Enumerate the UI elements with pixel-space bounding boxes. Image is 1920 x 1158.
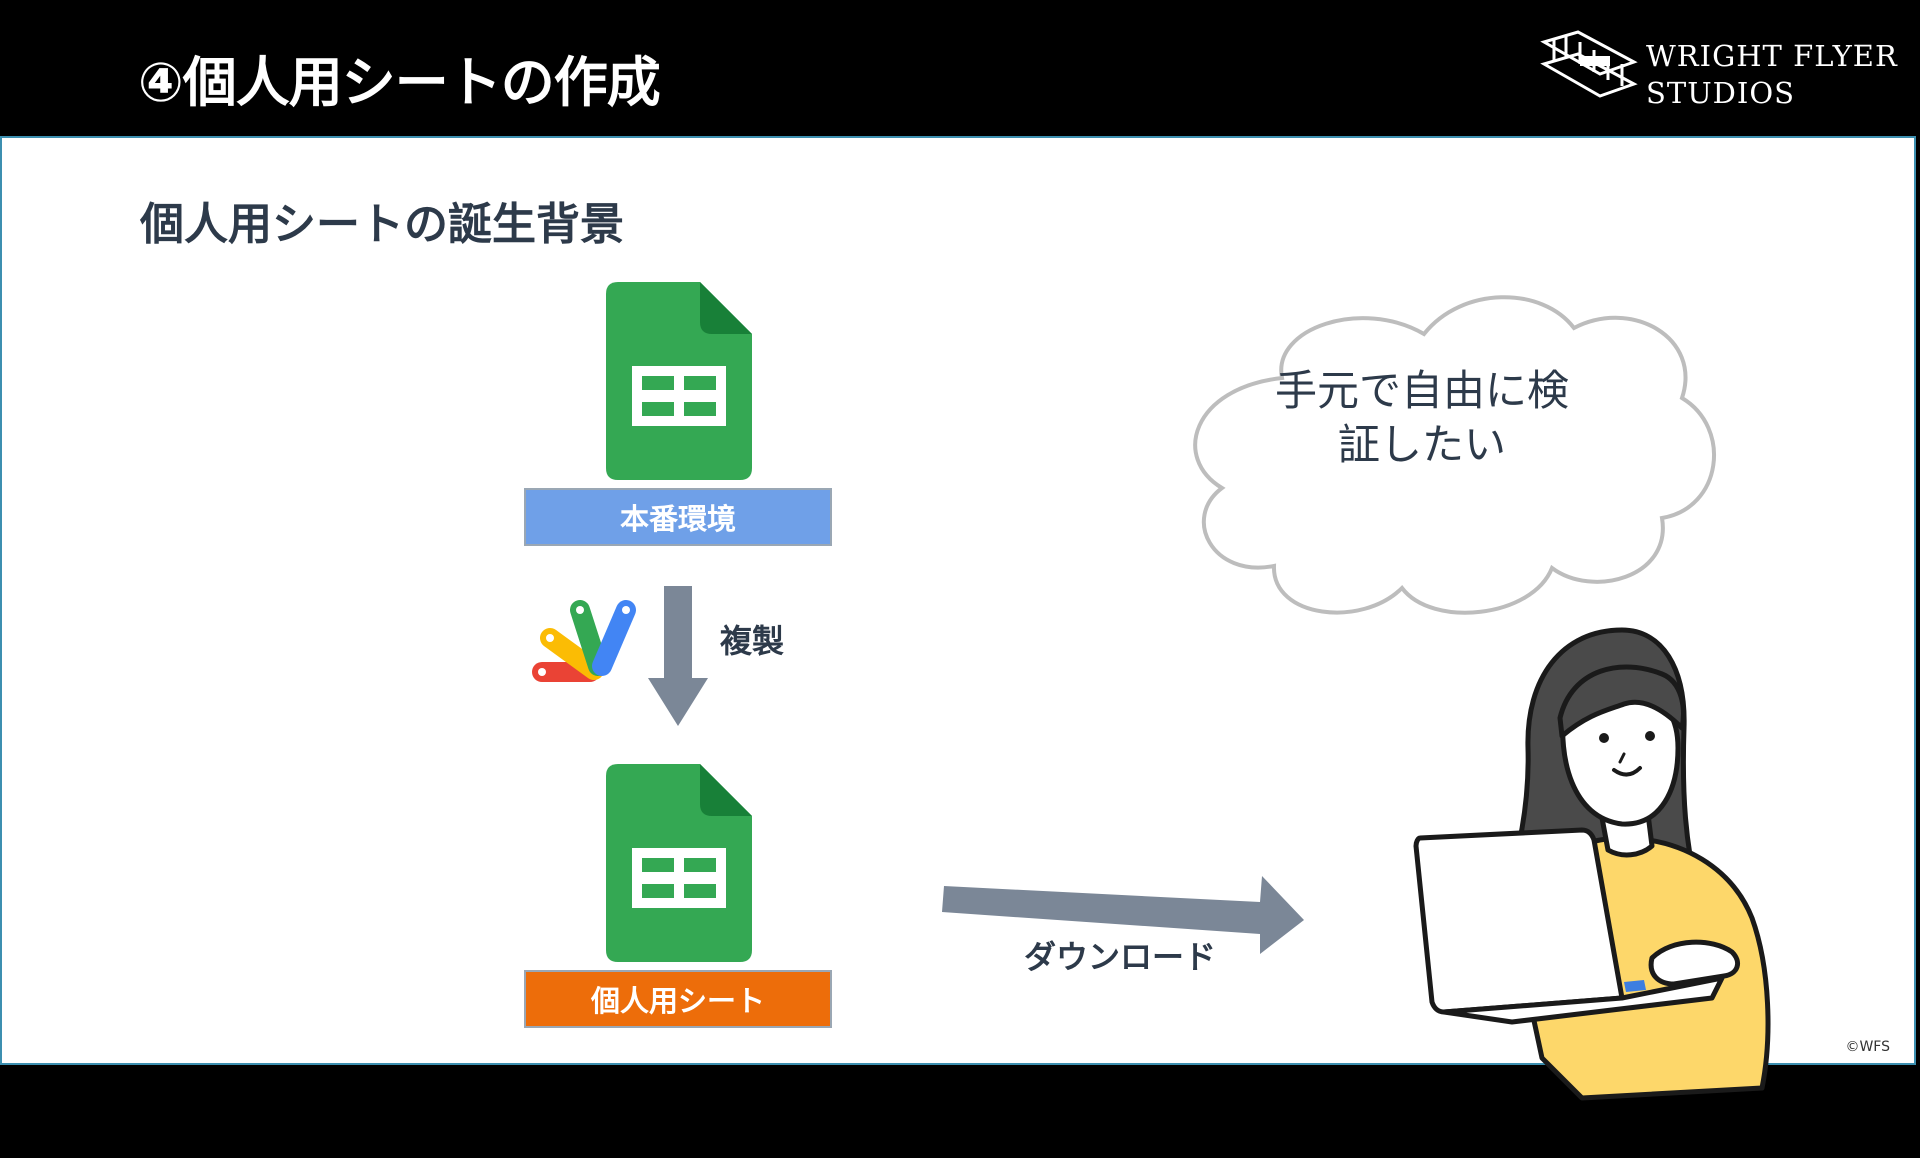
logo-line1: WRIGHT FLYER — [1646, 39, 1898, 73]
copyright-text: ©WFS — [1845, 1039, 1890, 1055]
woman-with-laptop-illustration — [1413, 627, 1771, 1101]
section-heading: 個人用シートの誕生背景 — [140, 199, 624, 250]
production-environment-label: 本番環境 — [524, 488, 832, 546]
logo-line2: STUDIOS — [1646, 76, 1795, 110]
slide-title: ④個人用シートの作成 — [138, 51, 661, 114]
google-sheets-icon — [606, 282, 752, 480]
thought-text: 手元で自由に検 証したい — [1252, 364, 1592, 472]
thought-line-1: 手元で自由に検 — [1274, 366, 1569, 415]
slide-header: ④個人用シートの作成 WRIGHT FLYER STUDIOS — [0, 0, 1920, 136]
company-logo: WRIGHT FLYER STUDIOS — [1540, 28, 1900, 110]
download-right-arrow — [942, 876, 1304, 954]
download-label: ダウンロード — [1024, 938, 1217, 976]
slide-content: 個人用シートの誕生背景 本番環境 複製 — [0, 136, 1916, 1101]
copy-down-arrow — [648, 586, 708, 726]
wright-flyer-plane-icon — [1540, 30, 1638, 98]
personal-sheet-label: 個人用シート — [524, 970, 832, 1028]
thought-line-2: 証したい — [1337, 420, 1506, 469]
google-apps-script-icon — [532, 600, 636, 682]
copy-label: 複製 — [720, 622, 785, 660]
google-sheets-icon — [606, 764, 752, 962]
